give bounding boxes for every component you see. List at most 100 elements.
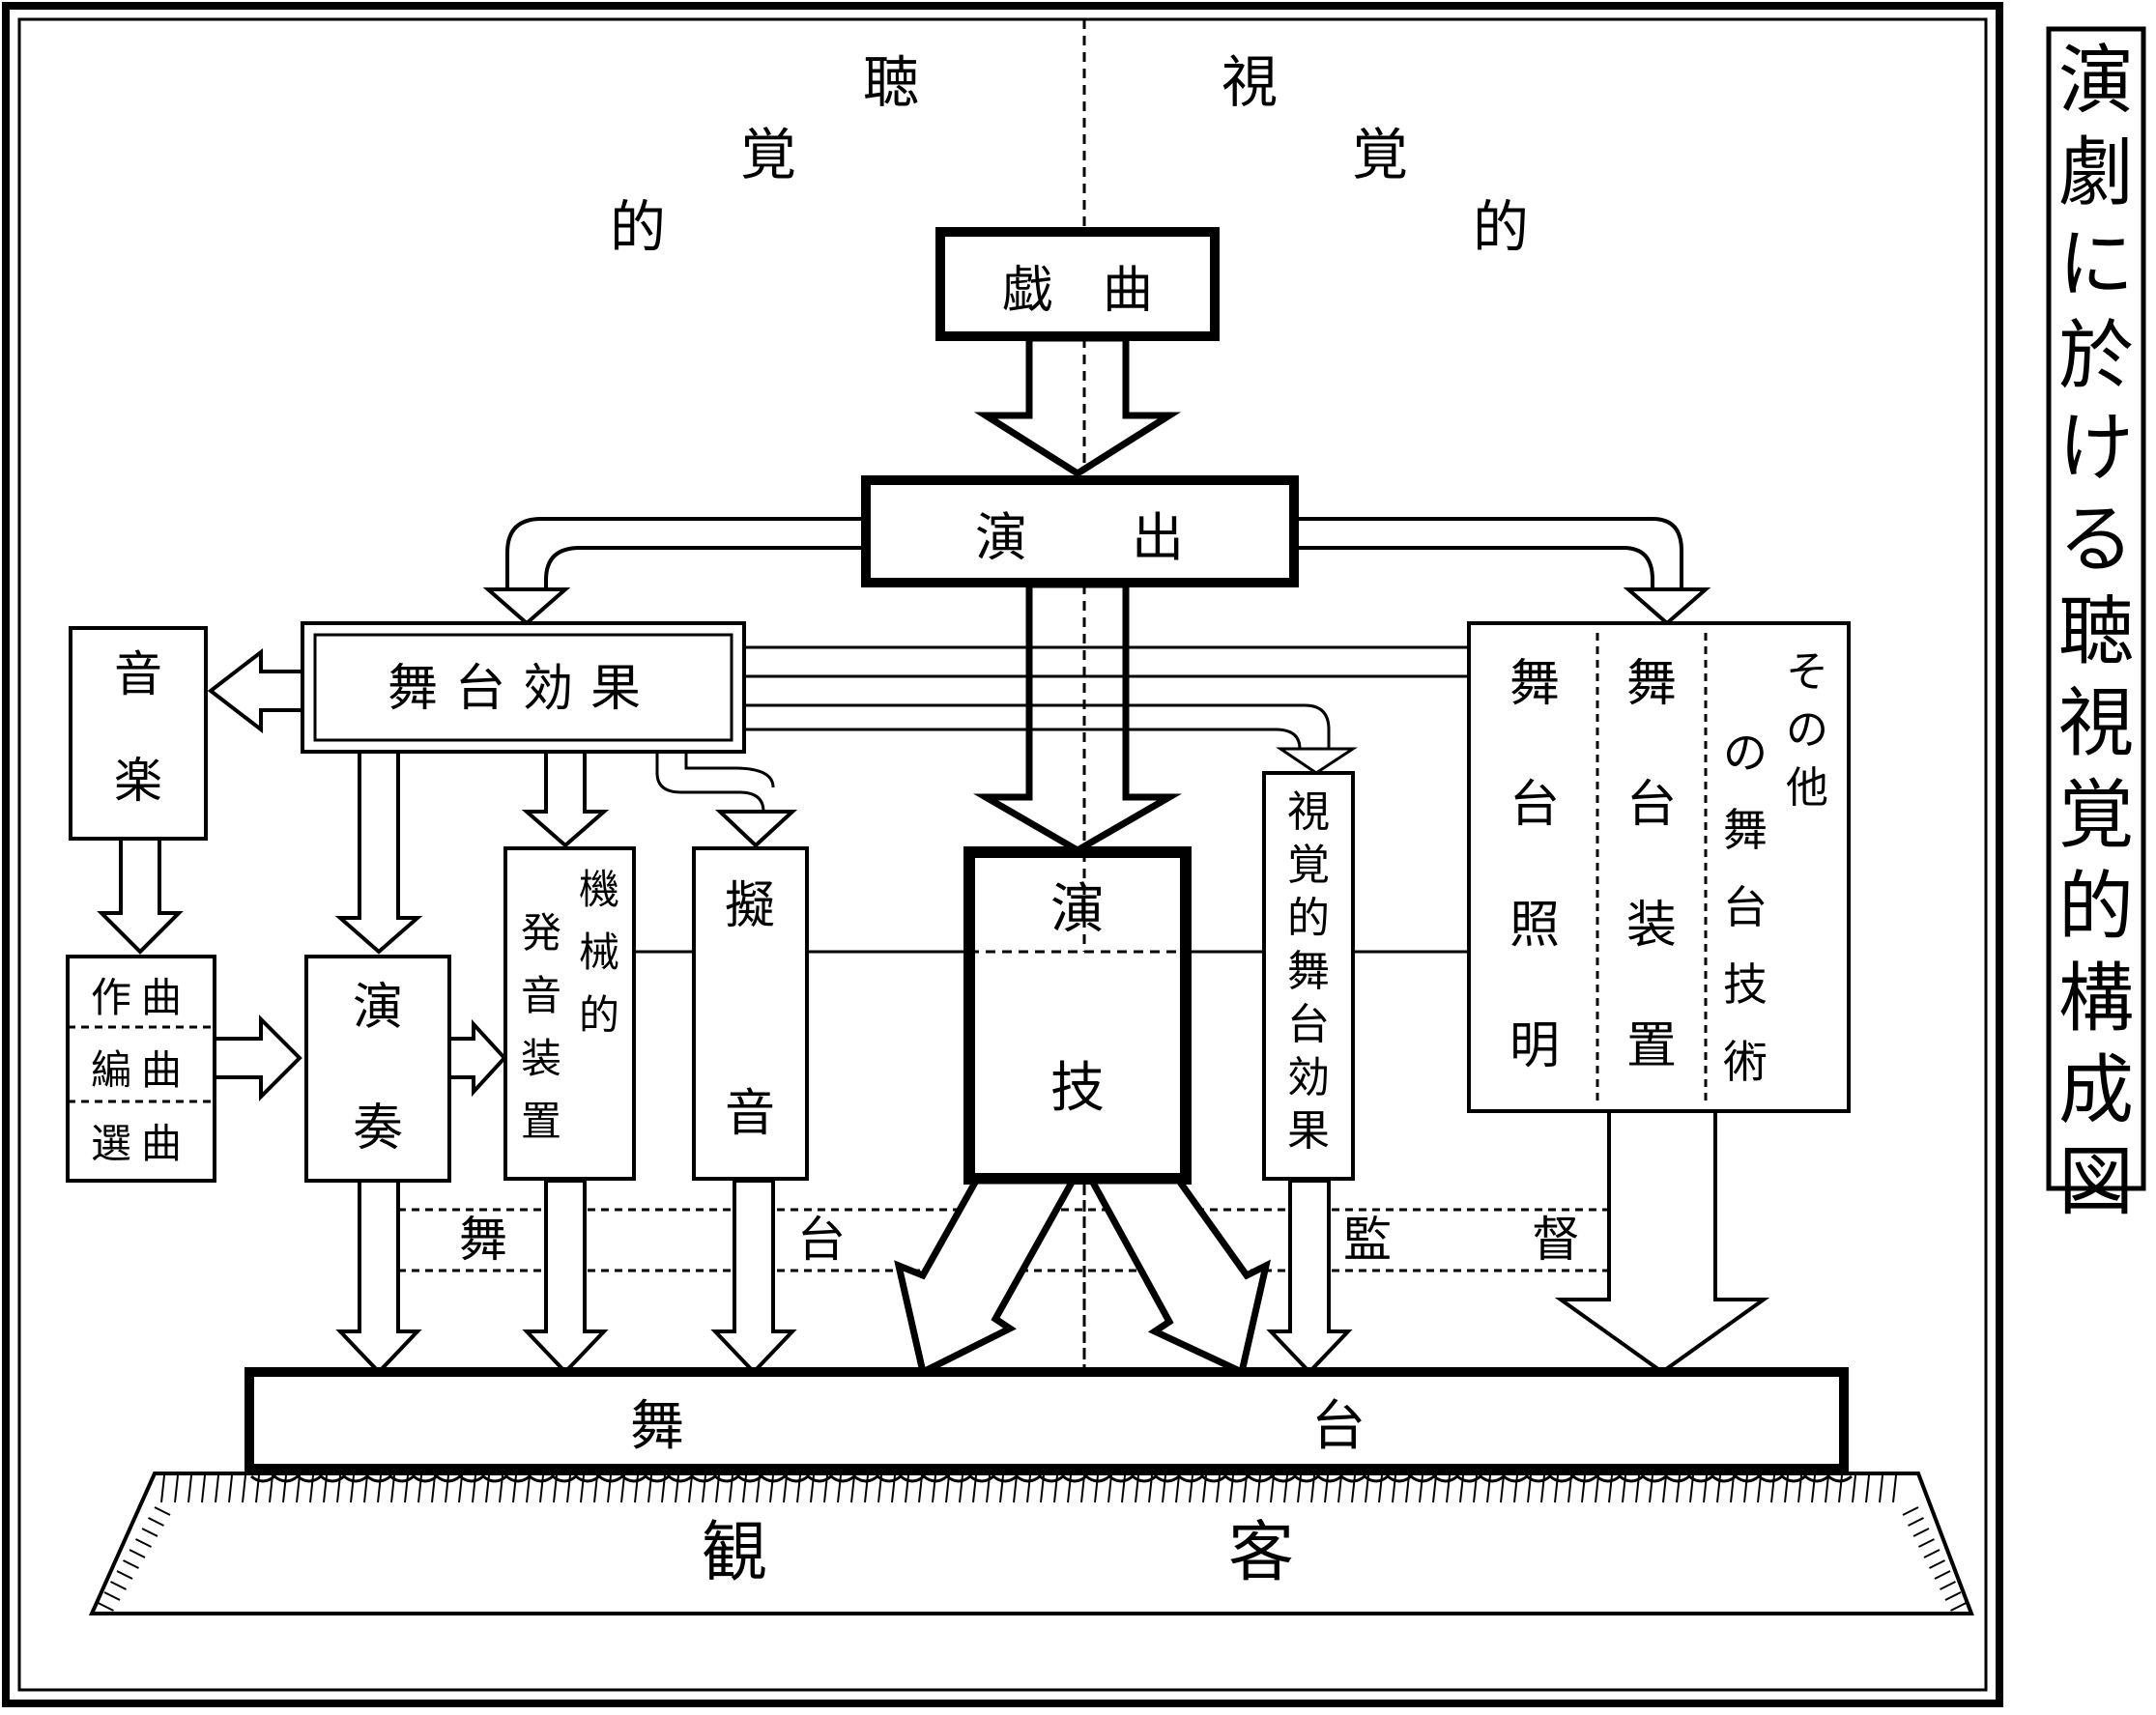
sonota-char: 台 [1723, 881, 1768, 933]
shikaku-char: 視 [1287, 787, 1330, 837]
visual-char-3: 的 [1473, 194, 1529, 260]
ensou-char: 演 [353, 979, 403, 1037]
title-char: に [2058, 221, 2134, 308]
title-char: 覚 [2058, 772, 2134, 859]
visual-char-1: 視 [1222, 49, 1278, 115]
gion-char: 擬 [725, 877, 775, 935]
gikyoku-label: 戯 曲 [1002, 262, 1153, 320]
gion-char: 音 [725, 1085, 775, 1143]
lighting-group-box [1467, 621, 1851, 1113]
ongaku-char: 楽 [114, 753, 162, 809]
ongaku-box [69, 626, 208, 841]
kikai-box [503, 846, 636, 1181]
shikaku-char: 果 [1287, 1106, 1330, 1156]
sonota-char: の [1723, 727, 1768, 779]
title-char: 視 [2058, 680, 2134, 767]
senkyoku-label: 選曲 [91, 1120, 191, 1167]
arrow-enshutsu-lighting [1623, 587, 1711, 626]
sonota-char: の [1786, 705, 1828, 755]
engi-char: 技 [1050, 1057, 1105, 1120]
gion-label: 擬音 [725, 877, 775, 1143]
shikaku-char: 的 [1287, 894, 1330, 943]
gion-box [692, 846, 809, 1181]
title-char: 成 [2058, 1047, 2134, 1134]
ongaku-char: 音 [114, 646, 162, 702]
kikai-char: 的 [579, 991, 619, 1039]
sonota-char: 術 [1723, 1036, 1768, 1088]
souchi-char: 装 [1626, 897, 1677, 955]
butai-kouka-label: 舞台効果 [388, 660, 658, 718]
souchi-char: 台 [1626, 776, 1677, 834]
sonota-char: 舞 [1723, 804, 1768, 856]
butai-kouka-box [301, 621, 746, 754]
title-char: 演 [2058, 38, 2134, 125]
kantoku-char-2: 台 [797, 1212, 846, 1268]
engi-box [963, 846, 1192, 1185]
sonota-char: 技 [1723, 958, 1768, 1011]
shoumei-char: 照 [1509, 897, 1560, 955]
shoumei-char: 台 [1509, 776, 1560, 834]
arrow-enshutsu-butai-kouka [482, 587, 571, 626]
engi-label: 演技 [1050, 878, 1105, 1120]
kankyaku-char-2: 客 [1228, 1515, 1294, 1591]
shikaku-kouka-box [1262, 771, 1355, 1181]
kankyaku-char-1: 観 [702, 1515, 767, 1591]
title-char: 於 [2058, 313, 2134, 400]
souchi-char: 舞 [1626, 655, 1677, 713]
enshutsu-label: 演 出 [975, 507, 1184, 568]
ongaku-label: 音楽 [114, 646, 162, 809]
kikai-char: 置 [521, 1098, 561, 1145]
kantoku-char-4: 督 [1532, 1212, 1580, 1268]
audience-hatching [98, 1474, 1967, 1612]
visual-char-2: 覚 [1352, 122, 1408, 187]
sakkyoku-label: 作曲 [91, 974, 191, 1021]
inner-frame [17, 17, 1988, 1692]
auditory-char-2: 覚 [740, 122, 796, 187]
title-char: 劇 [2058, 129, 2134, 216]
ensou-char: 奏 [353, 1100, 403, 1158]
shikaku-char: 台 [1287, 1000, 1330, 1049]
kikai-char: 音 [521, 972, 561, 1019]
shoumei-char: 舞 [1509, 655, 1560, 713]
auditory-char-3: 的 [610, 194, 666, 260]
shoumei-char: 明 [1509, 1017, 1560, 1075]
souchi-char: 置 [1626, 1017, 1677, 1075]
title-char: 聴 [2058, 588, 2134, 675]
title-char: 的 [2058, 864, 2134, 951]
butai-stage [244, 1367, 1849, 1473]
title-char: け [2058, 405, 2134, 492]
sonota-char: そ [1786, 647, 1828, 697]
audience-area [88, 1472, 1974, 1615]
arrow-gikyoku-enshutsu [973, 334, 1182, 478]
ensou-box [304, 955, 451, 1183]
kikai-char: 械 [579, 929, 619, 976]
auditory-char-1: 聴 [863, 49, 919, 115]
title-box [2046, 26, 2146, 1191]
title-char: る [2058, 497, 2134, 584]
kantoku-char-3: 監 [1343, 1212, 1392, 1268]
kantoku-char-1: 舞 [459, 1212, 507, 1268]
outer-frame [2, 2, 2003, 1707]
title-char: 図 [2058, 1139, 2134, 1226]
shikaku-char: 舞 [1287, 947, 1330, 996]
butai-char-1: 舞 [630, 1395, 684, 1458]
henkyoku-label: 編曲 [91, 1046, 191, 1094]
title-char: 構 [2058, 956, 2134, 1043]
arrow-enshutsu-engi [972, 581, 1183, 855]
kikai-char: 発 [521, 909, 561, 957]
ensou-label: 演奏 [353, 979, 403, 1158]
engi-char: 演 [1050, 878, 1105, 941]
shikaku-char: 覚 [1287, 841, 1330, 890]
butai-char-2: 台 [1311, 1395, 1365, 1458]
sonota-char: 他 [1786, 763, 1828, 813]
arrow-kouka-ongaku [207, 647, 304, 734]
kikai-char: 機 [579, 866, 619, 913]
